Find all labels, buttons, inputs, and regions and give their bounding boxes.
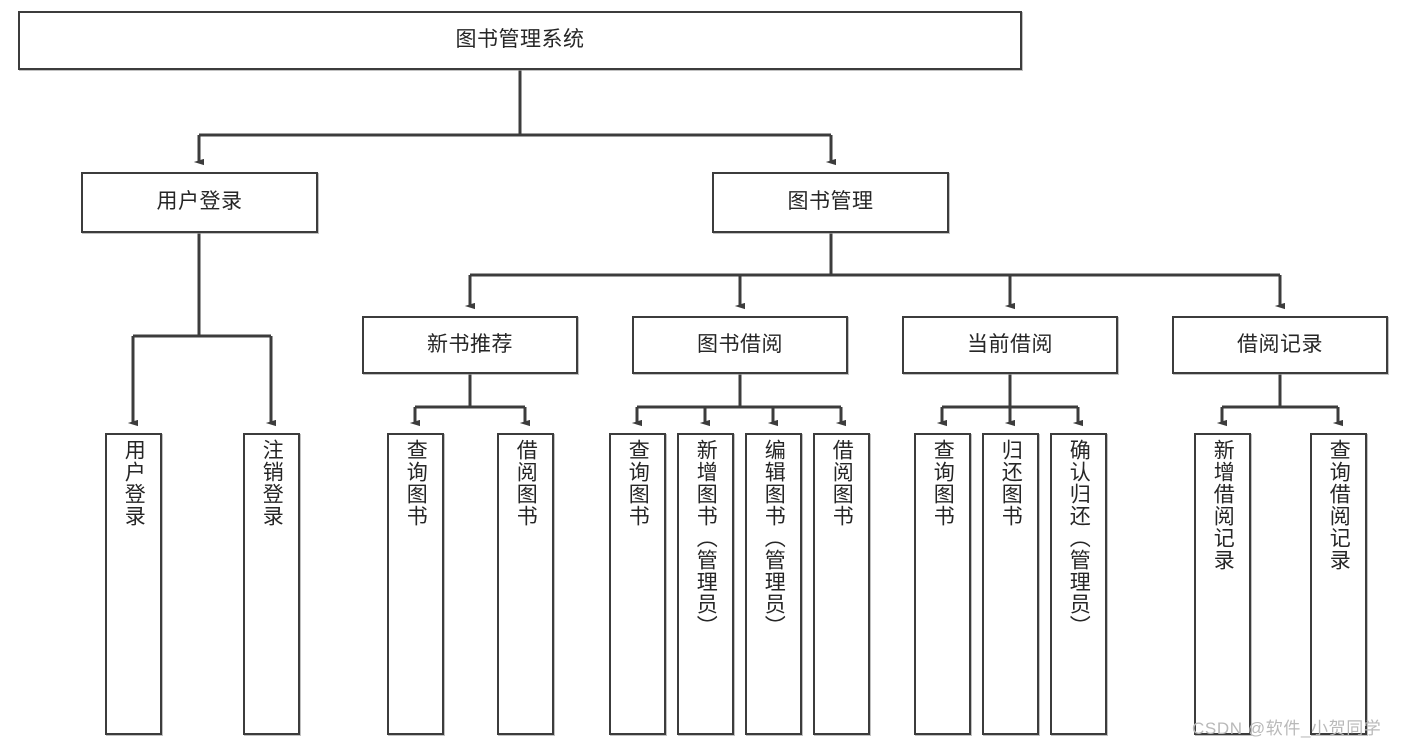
node-label: 图书管理系统 — [455, 28, 585, 52]
leaf-borrow-add-book-admin[interactable]: 新增图书（管理员） — [677, 433, 734, 735]
csdn-watermark: CSDN @软件_小贺同学 — [1192, 719, 1382, 738]
node-new-book-recommendation[interactable]: 新书推荐 — [362, 316, 578, 374]
node-user-login[interactable]: 用户登录 — [81, 172, 318, 233]
node-label: 当前借阅 — [967, 332, 1053, 356]
leaf-borrow-edit-book-admin[interactable]: 编辑图书（管理员） — [745, 433, 802, 735]
leaf-record-query-record[interactable]: 查询借阅记录 — [1310, 433, 1367, 735]
leaf-new-book-query-book[interactable]: 查询图书 — [387, 433, 444, 735]
node-book-borrowing[interactable]: 图书借阅 — [632, 316, 848, 374]
leaf-borrow-query-book[interactable]: 查询图书 — [609, 433, 666, 735]
leaf-new-book-borrow-book[interactable]: 借阅图书 — [497, 433, 554, 735]
node-current-borrowing[interactable]: 当前借阅 — [902, 316, 1118, 374]
leaf-borrow-borrow-book[interactable]: 借阅图书 — [813, 433, 870, 735]
node-label: 新增借阅记录 — [1211, 439, 1235, 571]
node-label: 确认归还（管理员） — [1067, 439, 1091, 637]
node-label: 图书借阅 — [697, 332, 783, 356]
leaf-record-add-record[interactable]: 新增借阅记录 — [1194, 433, 1251, 735]
node-borrow-records[interactable]: 借阅记录 — [1172, 316, 1388, 374]
leaf-current-confirm-return-admin[interactable]: 确认归还（管理员） — [1050, 433, 1107, 735]
node-label: 查询图书 — [931, 439, 955, 527]
node-label: 新增图书（管理员） — [694, 439, 718, 637]
leaf-current-return-book[interactable]: 归还图书 — [982, 433, 1039, 735]
node-label: 编辑图书（管理员） — [762, 439, 786, 637]
leaf-current-query-book[interactable]: 查询图书 — [914, 433, 971, 735]
node-label: 新书推荐 — [427, 332, 513, 356]
node-label: 归还图书 — [999, 439, 1023, 527]
node-label: 借阅图书 — [830, 439, 854, 527]
node-label: 用户登录 — [156, 190, 243, 214]
leaf-user-login-logout[interactable]: 注销登录 — [243, 433, 300, 735]
node-label: 图书管理 — [787, 190, 874, 214]
node-label: 用户登录 — [122, 439, 146, 527]
node-label: 借阅图书 — [514, 439, 538, 527]
node-book-management-system[interactable]: 图书管理系统 — [18, 11, 1022, 70]
node-label: 查询图书 — [626, 439, 650, 527]
node-label: 查询借阅记录 — [1327, 439, 1351, 571]
node-label: 借阅记录 — [1237, 332, 1323, 356]
node-label: 查询图书 — [404, 439, 428, 527]
leaf-user-login-login[interactable]: 用户登录 — [105, 433, 162, 735]
node-book-management[interactable]: 图书管理 — [712, 172, 949, 233]
node-label: 注销登录 — [260, 439, 284, 527]
